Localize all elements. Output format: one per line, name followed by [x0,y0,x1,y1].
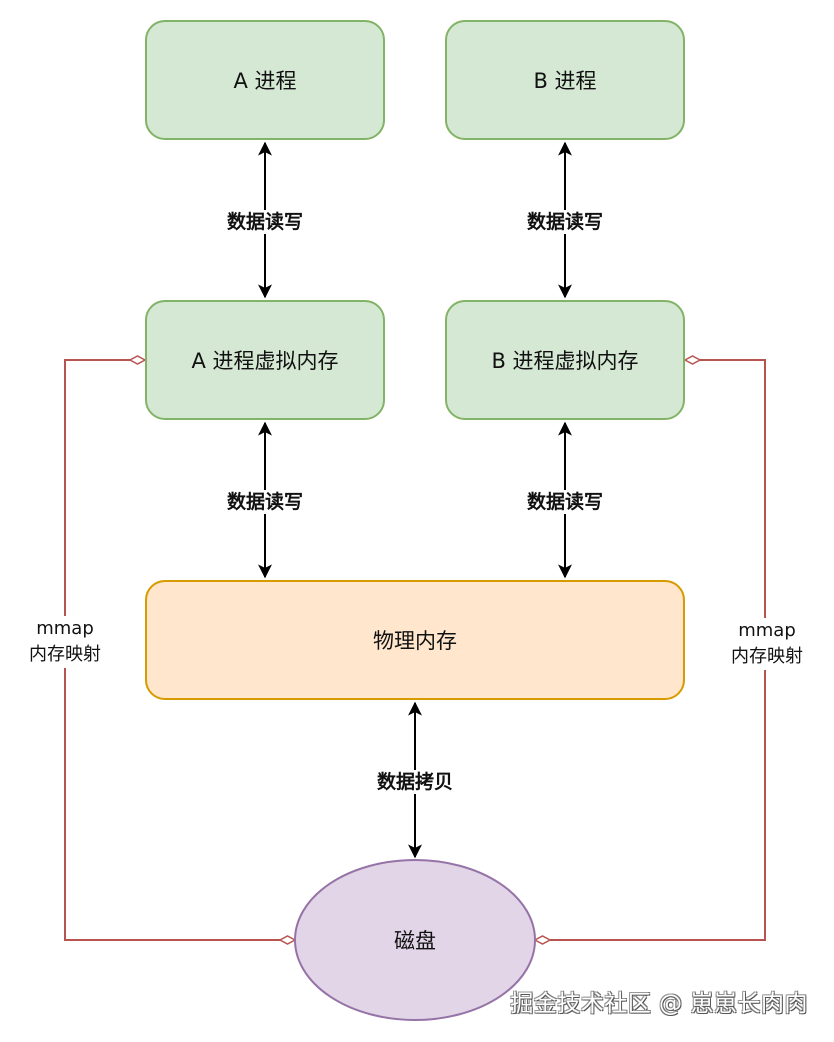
diamond-icon-left-vmem [128,355,147,365]
process-b-label: B 进程 [533,69,597,93]
vmem-b-node[interactable]: B 进程虚拟内存 [445,300,685,420]
edge-label-b-process-vmem: 数据读写 [525,210,605,234]
vmem-a-node[interactable]: A 进程虚拟内存 [145,300,385,420]
physical-memory-label: 物理内存 [373,629,457,653]
mmap-label-right-line1: mmap [738,620,796,641]
mmap-label-left: mmap 内存映射 [29,616,101,668]
mmap-label-left-line1: mmap [36,618,94,639]
mmap-label-right-line2: 内存映射 [731,646,803,667]
edge-label-b-vmem-physical: 数据读写 [525,490,605,514]
process-a-label: A 进程 [233,69,297,93]
disk-label: 磁盘 [394,929,436,953]
watermark: 掘金技术社区 @ 崽崽长肉肉 [510,991,808,1017]
edge-label-a-process-vmem: 数据读写 [225,210,305,234]
process-a-node[interactable]: A 进程 [145,20,385,140]
disk-node[interactable] [294,859,536,1021]
edge-label-a-vmem-physical: 数据读写 [225,490,305,514]
diamond-icon-right-disk [533,935,552,945]
diamond-icon-right-vmem [683,355,702,365]
mmap-label-left-line2: 内存映射 [29,644,101,665]
vmem-a-label: A 进程虚拟内存 [191,349,339,373]
physical-memory-node[interactable]: 物理内存 [145,580,685,700]
edge-label-physical-disk: 数据拷贝 [375,770,455,794]
mmap-label-right: mmap 内存映射 [731,618,803,670]
vmem-b-label: B 进程虚拟内存 [491,349,639,373]
process-b-node[interactable]: B 进程 [445,20,685,140]
diamond-icon-left-disk [278,935,297,945]
